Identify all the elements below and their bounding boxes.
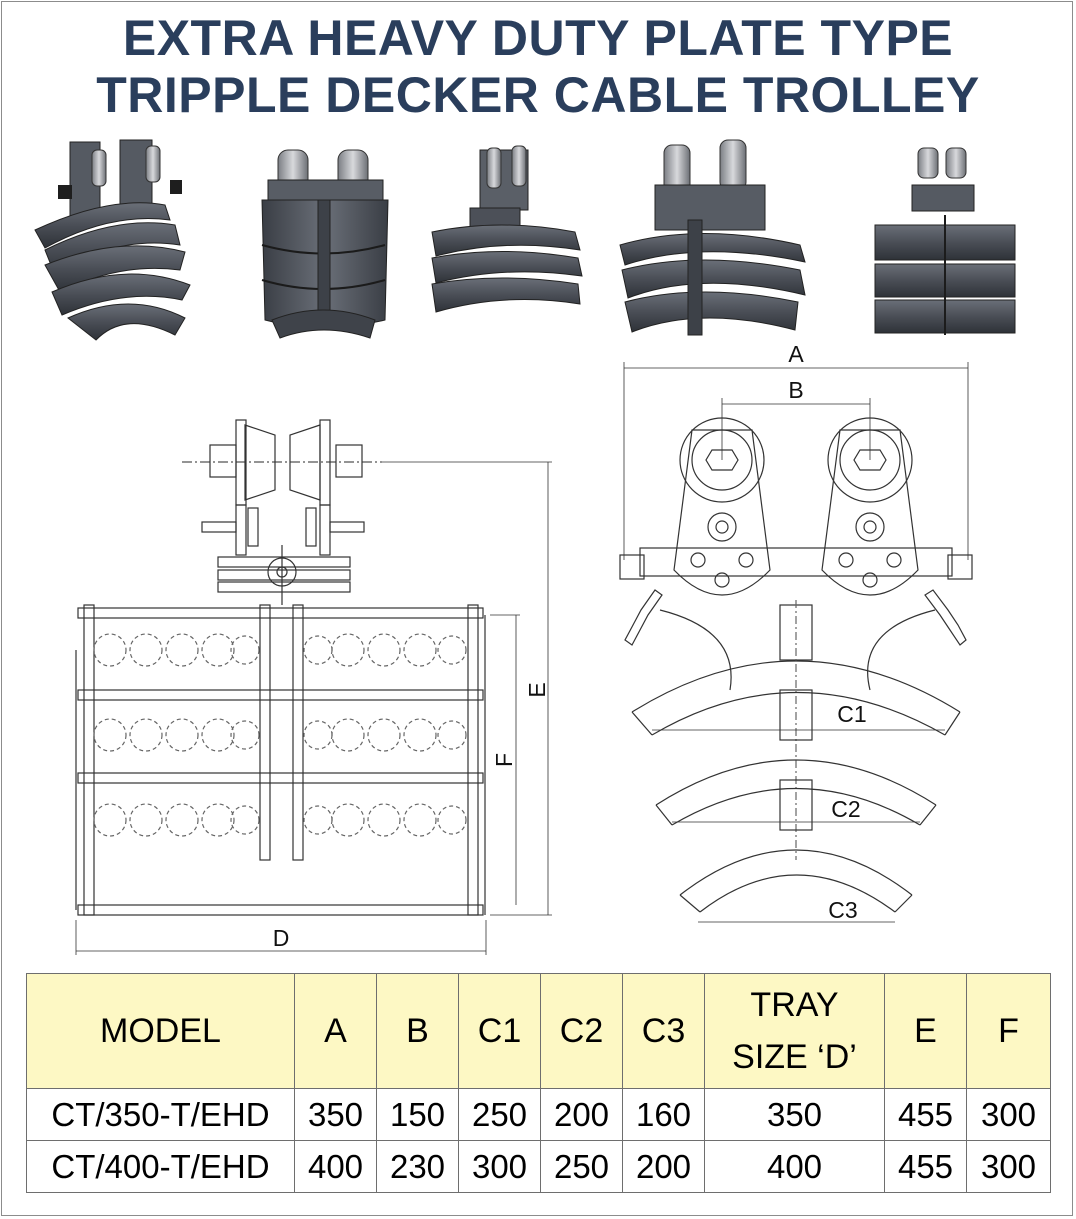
- table-row: CT/350-T/EHD 350 150 250 200 160 350 455…: [26, 1088, 1051, 1141]
- cell-c2: 200: [540, 1088, 623, 1141]
- header-a: A: [294, 973, 377, 1089]
- header-tray-line-2: SIZE ‘D’: [732, 1038, 857, 1076]
- header-tray-line-1: TRAY: [750, 986, 839, 1024]
- cell-c2: 250: [540, 1140, 623, 1193]
- header-f: F: [966, 973, 1051, 1089]
- table-row: CT/400-T/EHD 400 230 300 250 200 400 455…: [26, 1140, 1051, 1193]
- render-front-isometric: [619, 139, 806, 336]
- dim-label-c3: C3: [828, 897, 857, 923]
- title-line-2: TRIPPLE DECKER CABLE TROLLEY: [96, 67, 980, 123]
- cell-b: 230: [376, 1140, 459, 1193]
- cell-tray-size: 400: [704, 1140, 885, 1193]
- cell-b: 150: [376, 1088, 459, 1141]
- header-e: E: [884, 973, 967, 1089]
- dim-label-f: F: [491, 753, 517, 767]
- dim-label-d: D: [273, 925, 290, 951]
- cell-e: 455: [884, 1140, 967, 1193]
- header-b: B: [376, 973, 459, 1089]
- title-line-1: EXTRA HEAVY DUTY PLATE TYPE: [122, 10, 954, 66]
- drawing-side-elevation: [75, 419, 552, 955]
- render-rear-angle: [431, 145, 583, 313]
- cell-c3: 200: [622, 1140, 705, 1193]
- table-header-row: MODEL A B C1 C2 C3 TRAY SIZE ‘D’ E F: [26, 973, 1051, 1089]
- spec-table: MODEL A B C1 C2 C3 TRAY SIZE ‘D’ E F CT/…: [26, 973, 1051, 1193]
- cell-c1: 300: [458, 1140, 541, 1193]
- header-c1: C1: [458, 973, 541, 1089]
- dim-label-b: B: [788, 377, 803, 403]
- dim-label-e: E: [524, 682, 550, 697]
- render-front-view: [261, 149, 389, 339]
- product-illustrations: A B C1 C2 C3 D E F: [34, 139, 1016, 955]
- header-model: MODEL: [26, 973, 295, 1089]
- cell-f: 300: [966, 1140, 1051, 1193]
- drawing-front-elevation: [619, 362, 973, 923]
- cell-model: CT/350-T/EHD: [26, 1088, 295, 1141]
- cell-a: 400: [294, 1140, 377, 1193]
- cell-tray-size: 350: [704, 1088, 885, 1141]
- dim-label-c2: C2: [831, 796, 860, 822]
- render-straight-front: [874, 147, 1016, 335]
- cell-e: 455: [884, 1088, 967, 1141]
- cell-model: CT/400-T/EHD: [26, 1140, 295, 1193]
- page-title: EXTRA HEAVY DUTY PLATE TYPE TRIPPLE DECK…: [0, 10, 1076, 124]
- cell-c1: 250: [458, 1088, 541, 1141]
- header-c3: C3: [622, 973, 705, 1089]
- dim-label-c1: C1: [837, 701, 866, 727]
- header-c2: C2: [540, 973, 623, 1089]
- dim-label-a: A: [788, 341, 804, 367]
- cell-a: 350: [294, 1088, 377, 1141]
- header-tray-size: TRAY SIZE ‘D’: [704, 973, 885, 1089]
- render-side-angle: [34, 139, 191, 341]
- cell-f: 300: [966, 1088, 1051, 1141]
- cell-c3: 160: [622, 1088, 705, 1141]
